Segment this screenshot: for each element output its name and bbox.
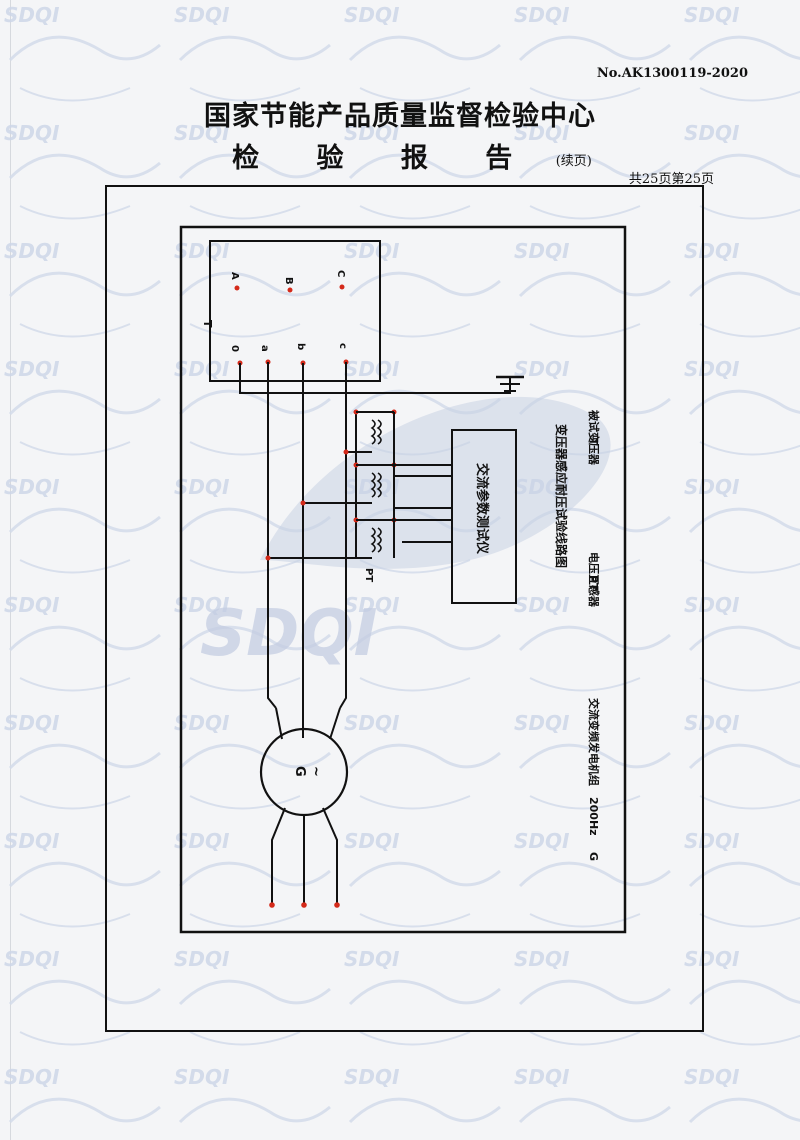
neutral-ground-wire	[239, 363, 511, 394]
diagram-inner-frame	[179, 225, 627, 934]
terminal-a-upper: A	[229, 272, 240, 280]
diagram-caption: 变压器感应耐压试验线路图	[554, 424, 569, 568]
legend-pt-text: 电压互感器	[587, 552, 601, 608]
subtitle-text: 检 验 报 告	[232, 143, 537, 174]
report-subtitle: 检 验 报 告 (续页)	[0, 136, 800, 175]
terminal-dots	[234, 284, 349, 366]
generator-symbol: ~	[308, 766, 323, 777]
ac-parameter-tester-label: 交流参数测试仪	[474, 463, 490, 555]
legend-g-text: 交流变频发电机组 200Hz	[587, 698, 601, 836]
report-number: No.AK1300119-2020	[596, 66, 748, 81]
legend-t-text: 被试变压器	[587, 410, 601, 466]
ground-icon	[496, 375, 524, 392]
terminal-c-lower: c	[337, 343, 348, 349]
terminal-b-upper: B	[283, 277, 294, 285]
junction-dots	[265, 409, 397, 561]
legend-t-key: T	[587, 438, 600, 446]
gen-in-c	[329, 707, 341, 740]
page-title: 国家节能产品质量监督检验中心	[204, 101, 596, 132]
gen-in-a	[275, 707, 283, 740]
phase-c-wire	[339, 362, 347, 709]
gen-terminal-dots	[269, 902, 340, 908]
diagram-outer-frame	[105, 185, 704, 1032]
page-count: 共25页第25页	[628, 172, 714, 187]
terminal-0: 0	[229, 345, 240, 352]
transformer-box	[209, 240, 381, 382]
legend-pt-key: PT	[587, 575, 600, 591]
pt-coils	[356, 411, 394, 553]
legend-g-key: G	[587, 852, 600, 861]
phase-a-wire	[267, 362, 277, 709]
ac-parameter-tester-box	[451, 429, 517, 604]
transformer-label: T	[201, 320, 214, 328]
generator-label: G	[292, 766, 307, 777]
terminal-a-lower: a	[259, 345, 270, 352]
gen-out-1	[271, 807, 286, 905]
diagram-legend: 变压器感应耐压试验线路图 T 被试变压器 PT 电压互感器 G 交流变频发电机组…	[554, 410, 601, 861]
terminal-c-upper: C	[335, 270, 346, 277]
pt-label: PT	[363, 568, 374, 582]
terminal-b-lower: b	[295, 343, 306, 350]
gen-out-3	[322, 807, 338, 905]
subtitle-continuation: (续页)	[555, 154, 592, 169]
